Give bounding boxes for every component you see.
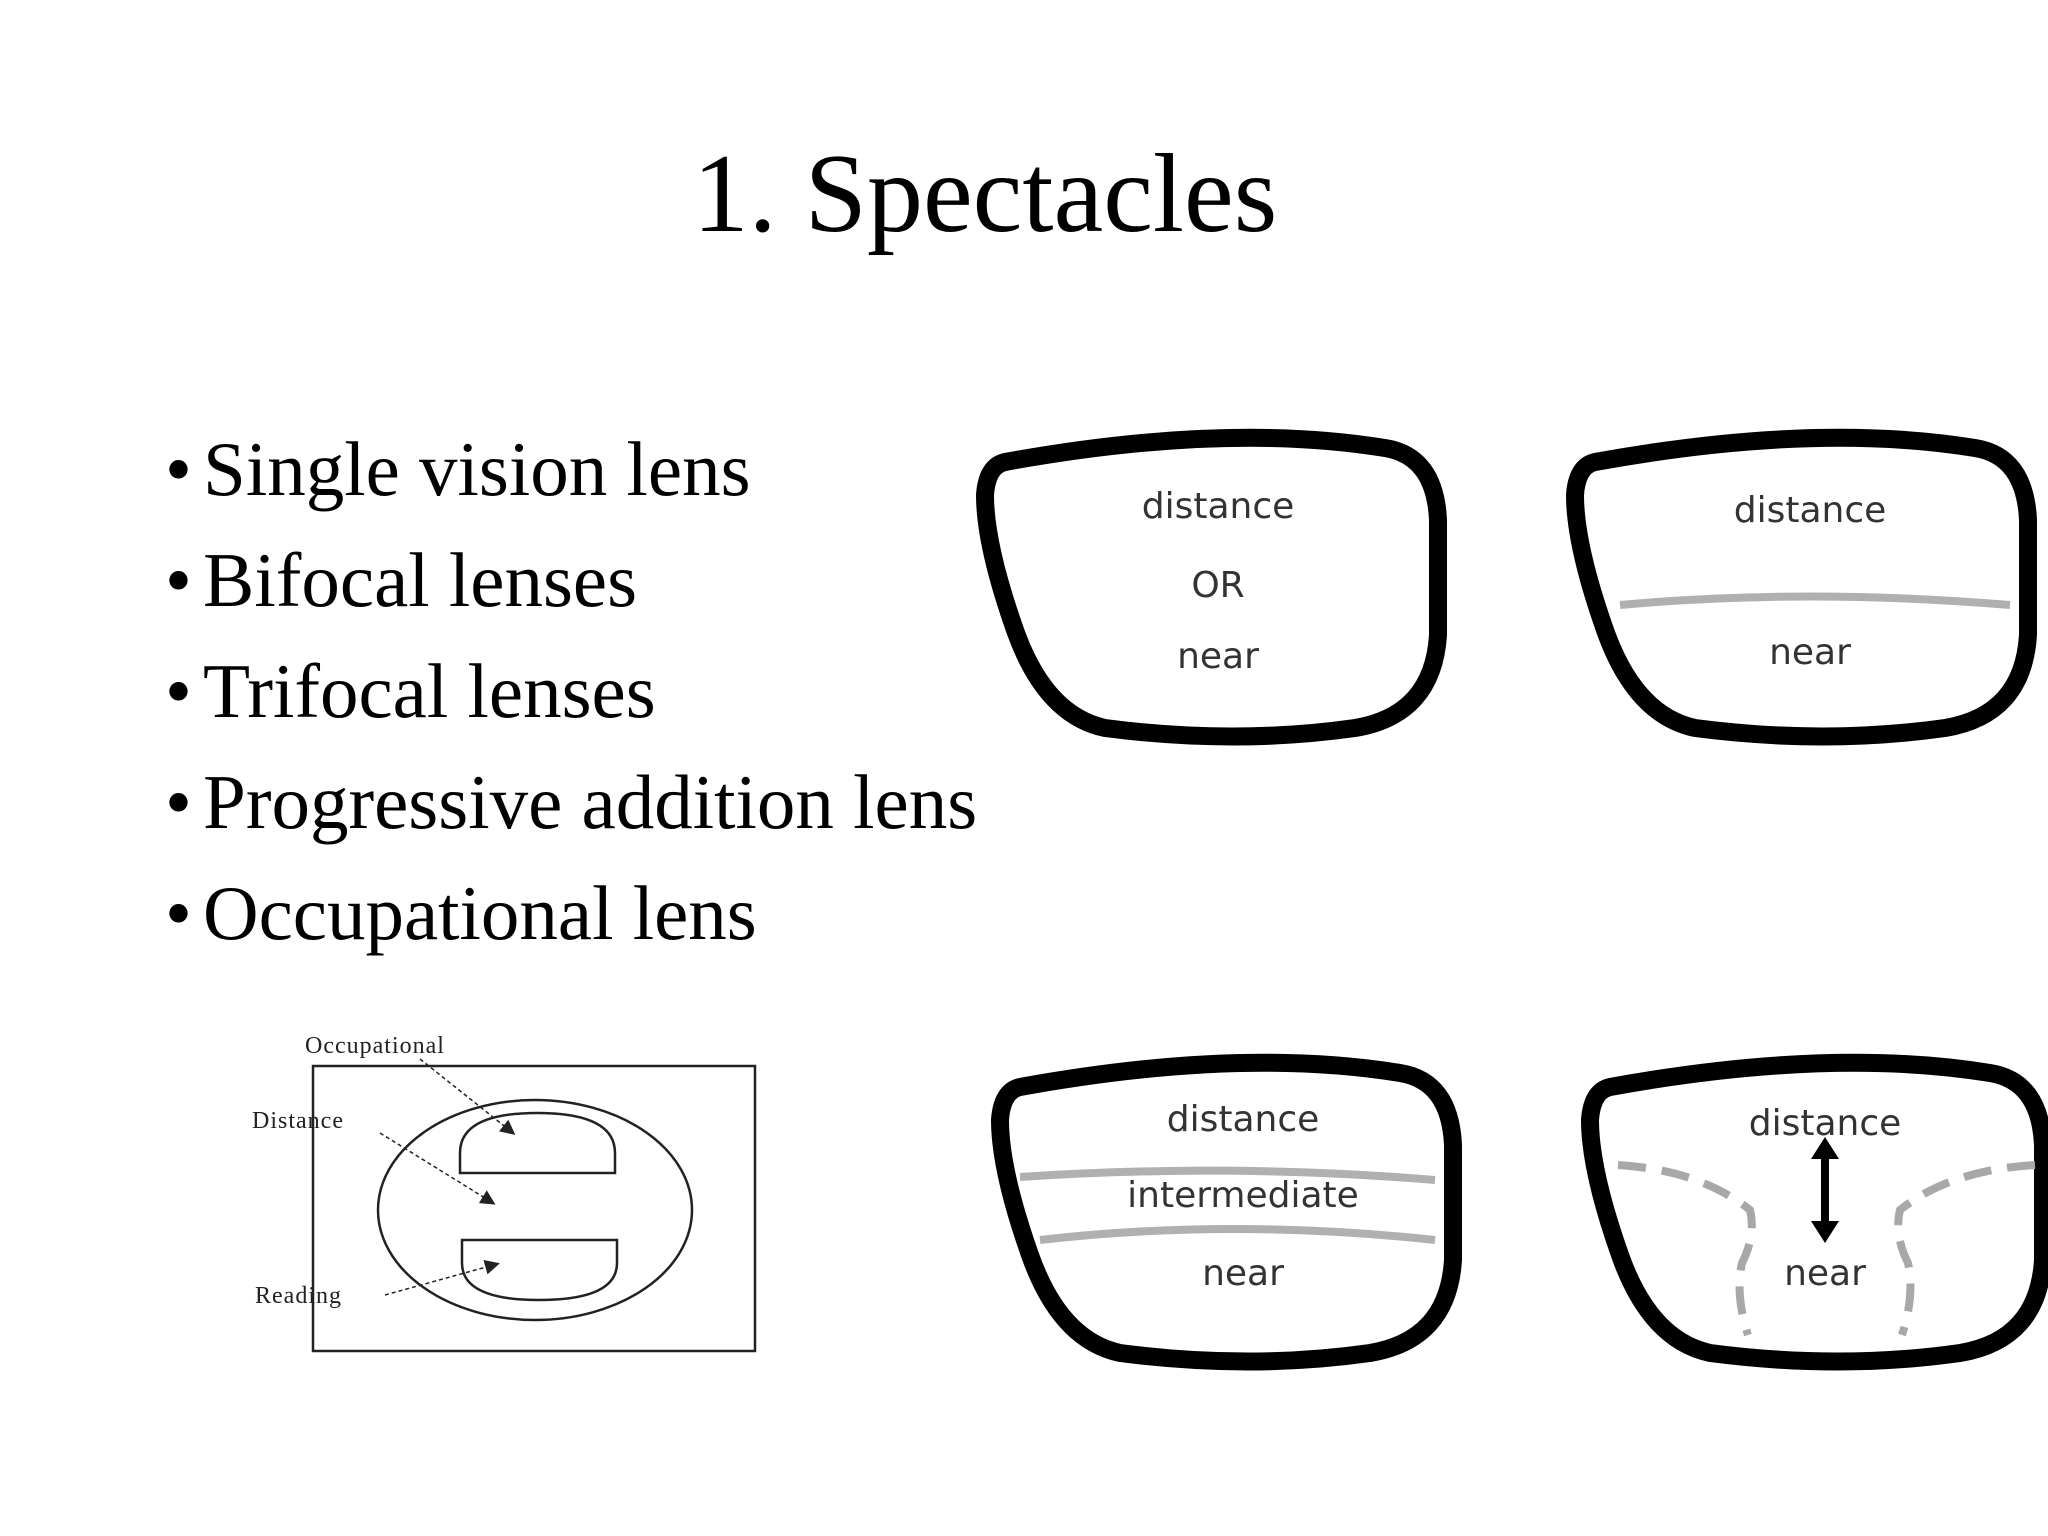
occupational-pointer xyxy=(419,1058,516,1135)
distance-label: Distance xyxy=(252,1108,344,1134)
single-vision-lens-diagram: distance OR near xyxy=(975,428,1447,746)
bullet-item: •Bifocal lenses xyxy=(165,537,638,623)
lens-label-distance: distance xyxy=(1749,1103,1902,1144)
occupational-label: Occupational xyxy=(305,1033,445,1059)
lens-label-distance: distance xyxy=(1734,490,1887,531)
lens-label-or: OR xyxy=(1191,565,1244,606)
lens-label-intermediate: intermediate xyxy=(1127,1175,1359,1216)
bifocal-lens-diagram: distance near xyxy=(1565,428,2037,746)
lens-frame xyxy=(975,428,1447,746)
lens-frame xyxy=(1580,1053,2048,1371)
distance-pointer xyxy=(379,1132,496,1205)
trifocal-lens-diagram: distance intermediate near xyxy=(990,1053,1462,1371)
double-arrow-icon xyxy=(1811,1137,1839,1243)
bullet-item: •Progressive addition lens xyxy=(165,759,978,845)
bullet-item: •Trifocal lenses xyxy=(165,648,656,734)
lens-frame xyxy=(1565,428,2037,746)
trifocal-lower-divider xyxy=(1039,1225,1436,1244)
occupational-segment xyxy=(458,1111,617,1175)
lens-label-distance: distance xyxy=(1142,486,1295,527)
progressive-corridor-left xyxy=(1617,1161,1756,1337)
bifocal-divider-line xyxy=(1619,592,2011,609)
progressive-corridor-right xyxy=(1894,1161,2036,1337)
bullet-item: •Single vision lens xyxy=(165,426,751,512)
trifocal-upper-divider xyxy=(1019,1166,1436,1184)
lens-label-near: near xyxy=(1769,632,1851,673)
lens-frame xyxy=(990,1053,1462,1371)
bullet-item: •Occupational lens xyxy=(165,870,757,956)
slide-title: 1. Spectacles xyxy=(692,132,1278,256)
bullet-dot-icon: • xyxy=(165,870,192,956)
reading-segment xyxy=(460,1238,619,1302)
bullet-dot-icon: • xyxy=(165,537,192,623)
diagram-frame xyxy=(311,1064,757,1353)
lens-label-near: near xyxy=(1784,1253,1866,1294)
reading-pointer xyxy=(384,1259,500,1296)
lens-label-distance: distance xyxy=(1167,1099,1320,1140)
lens-outline xyxy=(376,1098,694,1322)
progressive-lens-diagram: distance near xyxy=(1580,1053,2048,1371)
occupational-lens-diagram: Occupational Distance Reading xyxy=(252,1033,757,1353)
reading-label: Reading xyxy=(255,1283,342,1309)
lens-label-near: near xyxy=(1177,636,1259,677)
bullet-list: •Single vision lens •Bifocal lenses •Tri… xyxy=(165,428,977,983)
bullet-dot-icon: • xyxy=(165,648,192,734)
lens-label-near: near xyxy=(1202,1253,1284,1294)
bullet-dot-icon: • xyxy=(165,759,192,845)
bullet-dot-icon: • xyxy=(165,426,192,512)
